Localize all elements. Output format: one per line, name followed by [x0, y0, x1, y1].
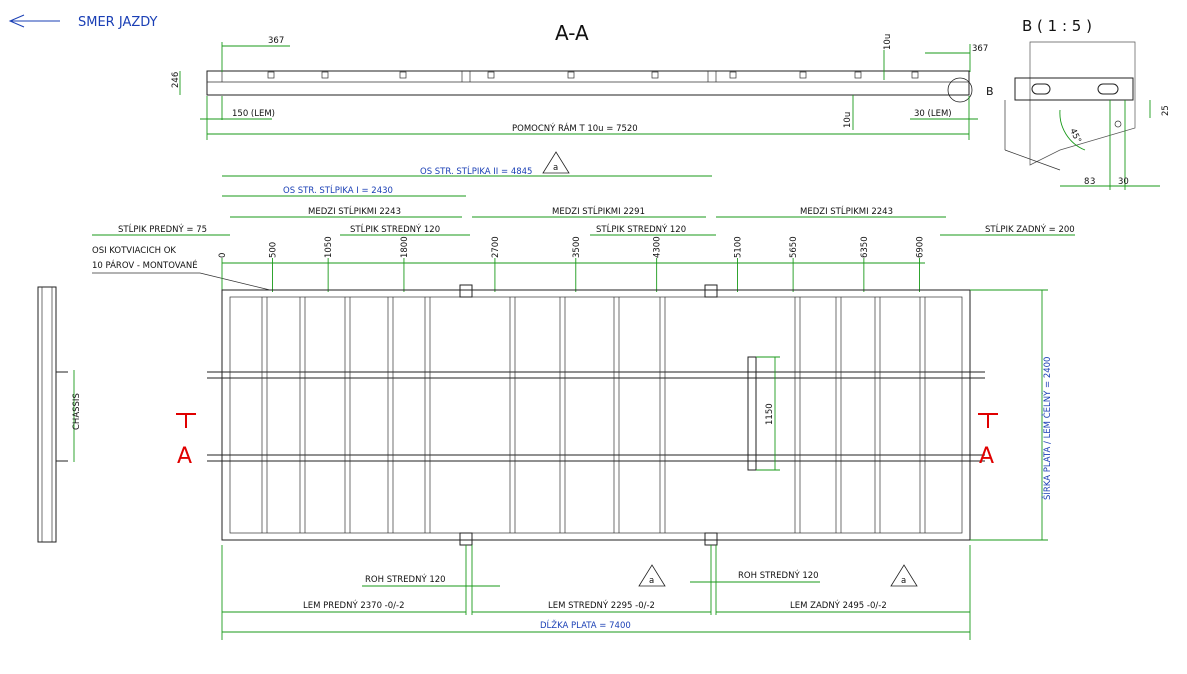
detail-title: B ( 1 : 5 )	[1022, 17, 1092, 35]
anchor-dim-label: 0	[218, 253, 228, 258]
stlpik-predny: STĹPIK PREDNÝ = 75	[118, 223, 207, 235]
medzi-stlpikmi-2: MEDZI STĹPIKMI 2291	[552, 205, 645, 217]
anchor-dim-label: 3500	[572, 236, 582, 258]
triangle-label-right: a	[901, 576, 906, 586]
side-view: B 367 367 246 10u 10u 150 (LEM) 30 (LEM)…	[171, 34, 994, 140]
anchor-dim-chain: 0 500 1050 1800 2700 3500 4300 5100 5650 6350 6900	[218, 236, 925, 258]
triangle-marker-icon	[542, 151, 570, 174]
section-marker-right: A	[979, 444, 994, 469]
anchor-dim-label: 5100	[734, 236, 744, 258]
triangle-label-top: a	[553, 163, 558, 173]
detail-angle: 45°	[1067, 127, 1082, 145]
dim-246: 246	[171, 72, 181, 88]
direction-label: SMER JAZDY	[78, 15, 158, 30]
os-stlpika-1: OS STR. STĹPIKA I = 2430	[283, 184, 393, 196]
lem-predny: LEM PREDNÝ 2370 -0/-2	[303, 599, 405, 611]
medzi-stlpikmi-1: MEDZI STĹPIKMI 2243	[308, 205, 401, 217]
detail-dim-3: 3	[1090, 177, 1095, 187]
roh-stredny-1: ROH STREDNÝ 120	[365, 573, 446, 585]
lem-150: 150 (LEM)	[232, 109, 275, 119]
stlpik-stredny-2: STĹPIK STREDNÝ 120	[596, 223, 686, 235]
anchor-dim-label: 6900	[915, 236, 925, 258]
detail-b: B ( 1 : 5 ) 45° 25 8 3 30	[1004, 17, 1171, 190]
arrow-left-icon	[8, 14, 25, 28]
anchor-dim-label: 500	[269, 242, 279, 258]
anchor-dim-label: 4300	[653, 236, 663, 258]
plan-view: 1150 A A ŠÍRKA PLATA / LEM ČELNÝ = 2400	[176, 284, 1053, 546]
triangle-marker-icon	[638, 564, 666, 587]
detail-dim-30: 30	[1118, 177, 1129, 187]
section-marker-left: A	[177, 444, 192, 469]
cross-members	[261, 297, 926, 533]
chassis-label: CHASSIS	[72, 393, 82, 430]
detail-dim-8: 8	[1084, 177, 1089, 187]
osi-label-line1: OSI KOTVIACICH OK	[92, 246, 176, 256]
anchor-dim-label: 5650	[789, 236, 799, 258]
dim-10u-top: 10u	[883, 34, 893, 50]
lem-stredny: LEM STREDNÝ 2295 -0/-2	[548, 599, 655, 611]
stlpik-zadny: STĹPIK ZADNÝ = 200	[985, 223, 1075, 235]
width-label: ŠÍRKA PLATA / LEM ČELNÝ = 2400	[1041, 357, 1053, 500]
medzi-stlpikmi-3: MEDZI STĹPIKMI 2243	[800, 205, 893, 217]
stlpik-stredny-1: STĹPIK STREDNÝ 120	[350, 223, 440, 235]
dim-367-left: 367	[268, 36, 284, 46]
dlzka-plata: DĹŽKA PLATA = 7400	[540, 619, 631, 631]
post-middle-1-bottom	[459, 532, 473, 546]
dim-10u-mid: 10u	[843, 112, 853, 128]
triangle-marker-icon	[890, 564, 918, 587]
triangle-label-mid: a	[649, 576, 654, 586]
direction-indicator: SMER JAZDY	[8, 14, 158, 30]
section-title: A-A	[555, 21, 589, 45]
os-stlpika-2: OS STR. STĹPIKA II = 4845	[420, 165, 532, 177]
osi-label-line2: 10 PÁROV - MONTOVANÉ	[92, 259, 198, 271]
post-middle-1-top	[459, 284, 473, 298]
anchor-dim-label: 6350	[860, 236, 870, 258]
plan-dimensions-bottom: ROH STREDNÝ 120 ROH STREDNÝ 120 a a LEM …	[221, 545, 971, 640]
anchor-dim-label: 1800	[400, 236, 410, 258]
roh-stredny-2: ROH STREDNÝ 120	[738, 569, 819, 581]
plan-dimensions-top: OS STR. STĹPIKA II = 4845 a OS STR. STĹP…	[92, 151, 1075, 292]
post-middle-2-top	[704, 284, 718, 298]
lem-zadny: LEM ZADNÝ 2495 -0/-2	[790, 599, 887, 611]
dim-1150: 1150	[765, 403, 775, 425]
post-middle-2-bottom	[704, 532, 718, 546]
dim-367-right: 367	[972, 44, 988, 54]
chassis-view: CHASSIS	[37, 286, 82, 543]
anchor-dim-label: 2700	[491, 236, 501, 258]
detail-b-marker: B	[986, 85, 994, 98]
anchor-dim-label: 1050	[324, 236, 334, 258]
detail-dim-25: 25	[1161, 105, 1171, 116]
anchor-extension-lines	[221, 258, 920, 292]
lem-30: 30 (LEM)	[914, 109, 952, 119]
frame-total-length: POMOCNÝ RÁM T 10u = 7520	[512, 122, 638, 134]
